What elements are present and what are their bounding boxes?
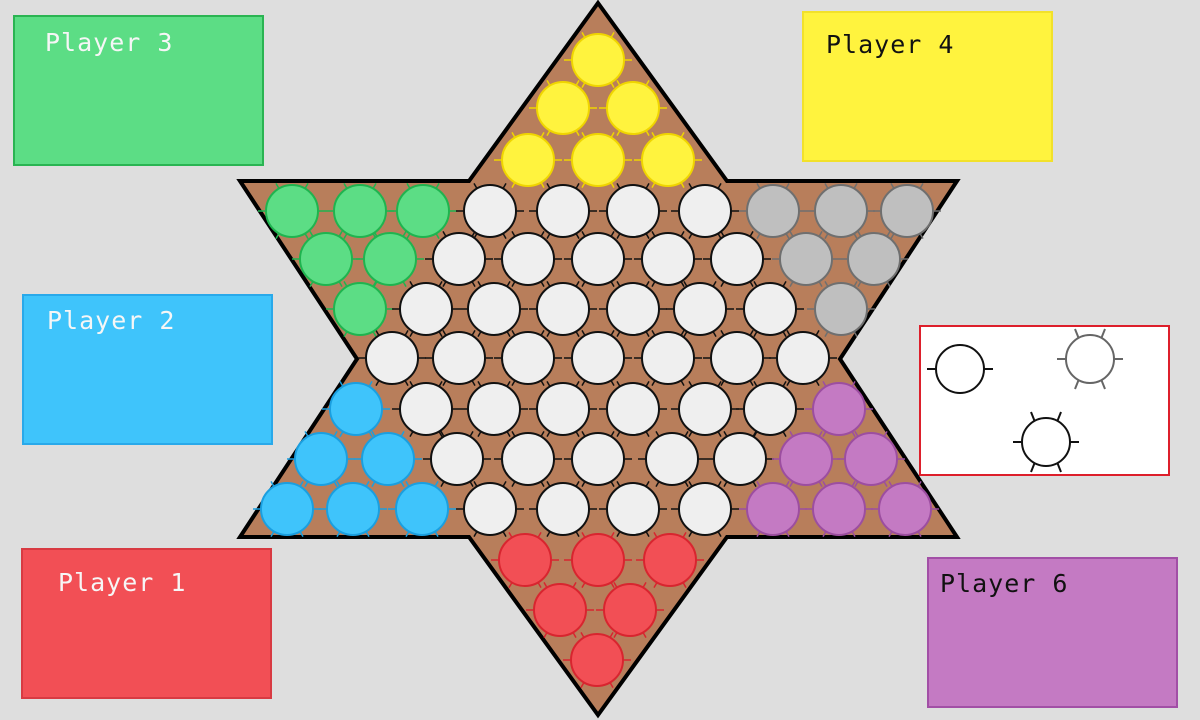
empty-hole[interactable]: [432, 232, 486, 286]
player-4-label: Player 4: [826, 30, 955, 59]
piece-upper-left[interactable]: [396, 184, 450, 238]
piece-upper-right[interactable]: [847, 232, 901, 286]
piece-lower-right[interactable]: [812, 382, 866, 436]
piece-legend-box: [919, 325, 1170, 476]
piece-bottom[interactable]: [533, 583, 587, 637]
empty-hole[interactable]: [467, 382, 521, 436]
piece-top[interactable]: [501, 133, 555, 187]
player-2-panel[interactable]: Player 2: [22, 294, 273, 445]
empty-hole[interactable]: [641, 232, 695, 286]
player-2-label: Player 2: [47, 306, 176, 335]
empty-hole[interactable]: [713, 432, 767, 486]
empty-hole[interactable]: [430, 432, 484, 486]
piece-lower-left[interactable]: [326, 482, 380, 536]
empty-hole[interactable]: [743, 382, 797, 436]
empty-hole[interactable]: [678, 184, 732, 238]
piece-lower-right[interactable]: [812, 482, 866, 536]
empty-hole[interactable]: [710, 232, 764, 286]
piece-lower-right[interactable]: [844, 432, 898, 486]
piece-top[interactable]: [641, 133, 695, 187]
empty-hole[interactable]: [710, 331, 764, 385]
piece-lower-left[interactable]: [361, 432, 415, 486]
empty-hole[interactable]: [776, 331, 830, 385]
player-1-panel[interactable]: Player 1: [21, 548, 272, 699]
piece-bottom[interactable]: [570, 633, 624, 687]
piece-lower-left[interactable]: [260, 482, 314, 536]
piece-lower-right[interactable]: [779, 432, 833, 486]
piece-upper-right[interactable]: [746, 184, 800, 238]
empty-hole[interactable]: [678, 382, 732, 436]
piece-upper-right[interactable]: [779, 232, 833, 286]
piece-lower-left[interactable]: [329, 382, 383, 436]
player-3-panel[interactable]: Player 3: [13, 15, 264, 166]
piece-bottom[interactable]: [571, 533, 625, 587]
piece-upper-left[interactable]: [333, 282, 387, 336]
piece-lower-left[interactable]: [294, 432, 348, 486]
piece-upper-right[interactable]: [814, 282, 868, 336]
piece-upper-left[interactable]: [299, 232, 353, 286]
empty-hole[interactable]: [606, 482, 660, 536]
empty-hole[interactable]: [501, 232, 555, 286]
piece-top[interactable]: [571, 33, 625, 87]
empty-hole[interactable]: [463, 482, 517, 536]
piece-bottom[interactable]: [603, 583, 657, 637]
piece-top[interactable]: [571, 133, 625, 187]
empty-hole[interactable]: [678, 482, 732, 536]
piece-upper-left[interactable]: [363, 232, 417, 286]
piece-bottom[interactable]: [498, 533, 552, 587]
empty-hole[interactable]: [467, 282, 521, 336]
empty-hole[interactable]: [399, 382, 453, 436]
empty-hole[interactable]: [743, 282, 797, 336]
empty-hole[interactable]: [536, 282, 590, 336]
piece-lower-right[interactable]: [878, 482, 932, 536]
piece-upper-right[interactable]: [814, 184, 868, 238]
empty-hole[interactable]: [673, 282, 727, 336]
piece-lower-left[interactable]: [395, 482, 449, 536]
empty-hole[interactable]: [645, 432, 699, 486]
piece-bottom[interactable]: [643, 533, 697, 587]
empty-hole[interactable]: [432, 331, 486, 385]
empty-hole[interactable]: [365, 331, 419, 385]
empty-hole[interactable]: [571, 232, 625, 286]
empty-hole[interactable]: [641, 331, 695, 385]
player-6-panel[interactable]: Player 6: [927, 557, 1178, 708]
empty-hole[interactable]: [463, 184, 517, 238]
empty-hole[interactable]: [536, 482, 590, 536]
empty-hole[interactable]: [501, 331, 555, 385]
empty-hole[interactable]: [536, 382, 590, 436]
piece-top[interactable]: [606, 81, 660, 135]
empty-hole[interactable]: [501, 432, 555, 486]
board-holes[interactable]: [253, 32, 941, 688]
empty-hole[interactable]: [536, 184, 590, 238]
empty-hole[interactable]: [606, 184, 660, 238]
piece-lower-right[interactable]: [746, 482, 800, 536]
piece-upper-right[interactable]: [880, 184, 934, 238]
empty-hole[interactable]: [606, 282, 660, 336]
player-3-label: Player 3: [45, 28, 174, 57]
empty-hole[interactable]: [571, 432, 625, 486]
player-4-panel[interactable]: Player 4: [802, 11, 1053, 162]
piece-upper-left[interactable]: [333, 184, 387, 238]
empty-hole[interactable]: [399, 282, 453, 336]
piece-top[interactable]: [536, 81, 590, 135]
player-1-label: Player 1: [58, 568, 187, 597]
empty-hole[interactable]: [571, 331, 625, 385]
piece-upper-left[interactable]: [265, 184, 319, 238]
player-6-label: Player 6: [940, 569, 1069, 598]
empty-hole[interactable]: [606, 382, 660, 436]
